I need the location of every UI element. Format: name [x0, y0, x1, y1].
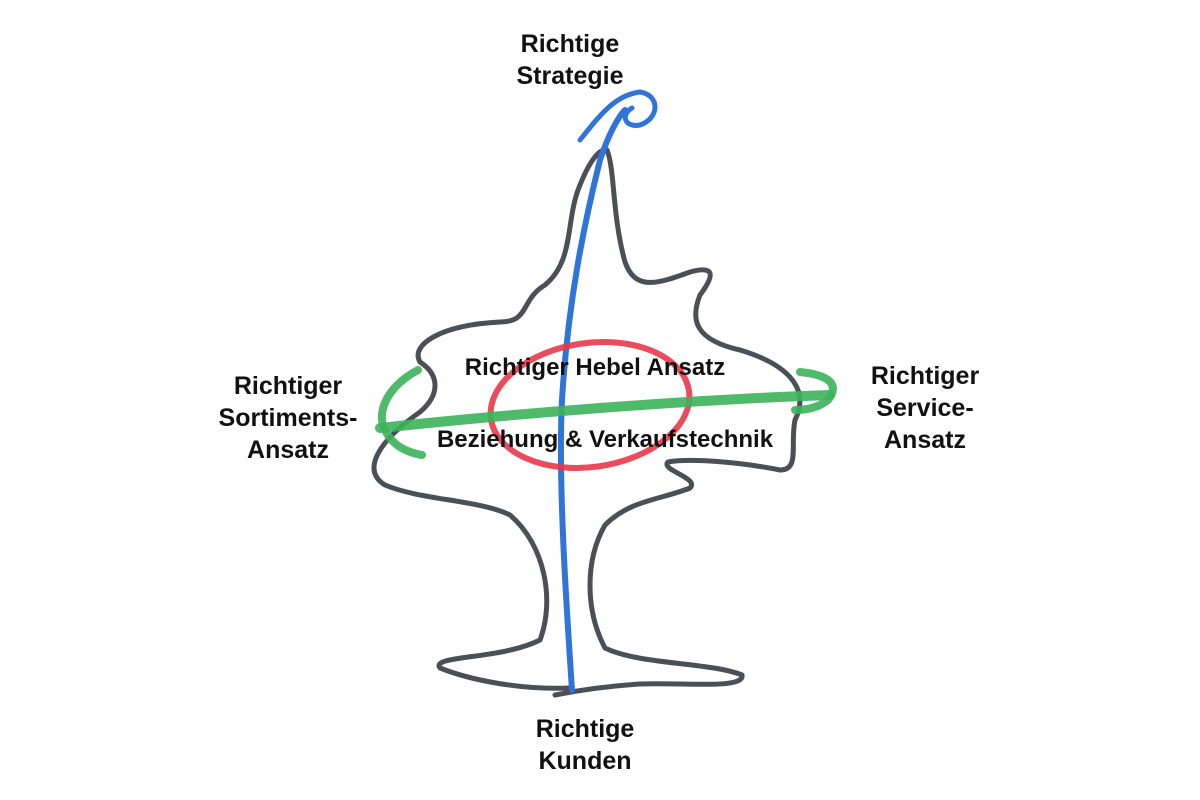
label-leverage: Richtiger Hebel Ansatz	[464, 354, 726, 381]
label-line: Ansatz	[884, 426, 966, 454]
label-line: Richtige	[535, 715, 635, 743]
label-line: Kunden	[538, 747, 632, 775]
label-assortment: Richtiger Sortiments- Ansatz	[219, 370, 358, 466]
label-service: Richtiger Service- Ansatz	[871, 360, 979, 456]
label-line: Ansatz	[247, 436, 329, 464]
label-line: Service-	[876, 394, 974, 422]
tree-outline	[371, 147, 803, 698]
label-relationship: Beziehung & Verkaufstechnik	[436, 426, 774, 453]
left-arrow-loop	[377, 366, 426, 459]
label-line: Richtiger	[870, 362, 980, 390]
label-line: Richtiger	[233, 372, 343, 400]
label-line: Strategie	[516, 62, 624, 90]
label-line: Sortiments-	[218, 404, 358, 432]
strategy-swirl	[577, 89, 658, 143]
assortment-service-band	[375, 390, 835, 433]
label-strategy: Richtige Strategie	[517, 28, 624, 92]
label-line: Richtige	[520, 30, 620, 58]
label-customers: Richtige Kunden	[536, 713, 635, 777]
right-arrow-loop	[791, 368, 837, 414]
